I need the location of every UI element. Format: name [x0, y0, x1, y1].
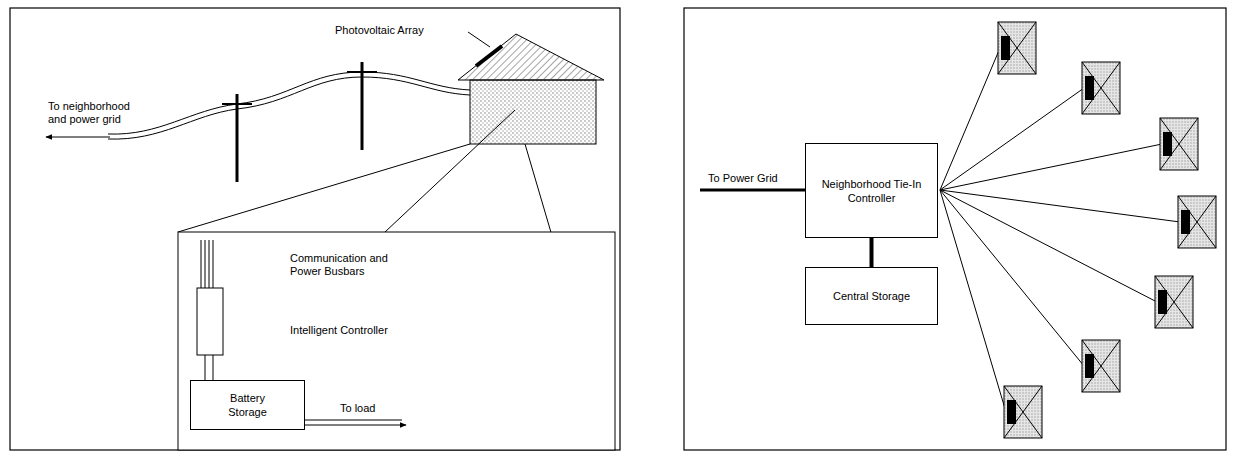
- utility-pole: [347, 71, 377, 73]
- home-symbol: [1158, 290, 1167, 314]
- home-symbol: [1085, 354, 1094, 378]
- load-wire: [305, 420, 402, 421]
- utility-pole: [222, 62, 377, 182]
- busbar: [201, 240, 202, 288]
- load-wire: [305, 425, 406, 426]
- box-label: Neighborhood Tie-In Controller: [822, 177, 922, 205]
- load-wire: [305, 420, 406, 425]
- home-symbol: [998, 22, 1216, 438]
- inset-callout: [385, 110, 515, 232]
- home-symbol: [1160, 118, 1198, 170]
- label-text: Communication and Power Busbars: [290, 252, 410, 278]
- home-symbol: [998, 22, 1036, 74]
- home-symbol: [1181, 210, 1190, 234]
- feeder-line: [940, 190, 1006, 412]
- feeder-line: [940, 190, 1084, 366]
- inset-callout: [178, 232, 615, 450]
- power-line: [46, 72, 470, 139]
- component-box: Central Storage: [805, 267, 938, 325]
- home-symbol: [1007, 400, 1016, 424]
- home-symbol: [1155, 276, 1193, 328]
- house: [476, 46, 502, 66]
- utility-pole: [222, 103, 252, 105]
- box-label: Central Storage: [833, 289, 910, 303]
- utility-pole: [361, 62, 364, 150]
- grid-line: [700, 189, 805, 192]
- storage-link: [870, 238, 874, 267]
- house: [458, 34, 604, 144]
- intelligent-controller: [197, 288, 223, 380]
- home-symbol: [1160, 118, 1198, 170]
- component-box: Neighborhood Tie-In Controller: [805, 143, 938, 238]
- home-symbol: [1160, 118, 1198, 170]
- home-symbol: [1178, 196, 1216, 248]
- label-text: Photovoltaic Array: [335, 24, 424, 37]
- inset-callout: [178, 110, 615, 450]
- label-text: To Power Grid: [708, 172, 778, 185]
- home-symbol: [1004, 386, 1042, 438]
- home-symbol: [1082, 340, 1120, 392]
- feeder-line: [940, 144, 1162, 190]
- home-symbol: [1082, 62, 1120, 114]
- home-symbol: [1155, 276, 1193, 328]
- home-symbol: [1085, 76, 1094, 100]
- home-symbol: [1001, 36, 1010, 60]
- home-symbol: [1004, 386, 1042, 438]
- leader-line: [468, 32, 490, 47]
- home-symbol: [1082, 340, 1120, 392]
- intelligent-controller: [197, 288, 223, 355]
- home-symbol: [1155, 276, 1193, 328]
- panel-border: [684, 8, 1226, 450]
- feeder-line: [940, 190, 1180, 222]
- feeder-line: [940, 190, 1157, 302]
- home-symbol: [1082, 62, 1120, 114]
- panel-border: [10, 8, 1226, 450]
- home-symbol: [1160, 118, 1198, 170]
- intelligent-controller: [205, 355, 206, 380]
- component-box: Battery Storage: [190, 380, 305, 430]
- home-symbol: [1004, 386, 1042, 438]
- home-symbol: [1178, 196, 1216, 248]
- home-symbol: [1082, 62, 1120, 114]
- busbar: [209, 240, 210, 288]
- intelligent-controller: [213, 355, 214, 380]
- label-text: To load: [340, 402, 375, 415]
- home-symbol: [1082, 340, 1120, 392]
- power-line: [108, 77, 470, 139]
- inset-callout: [178, 144, 470, 232]
- home-symbol: [1178, 196, 1216, 248]
- busbar: [213, 240, 214, 288]
- home-symbol: [998, 22, 1036, 74]
- home-symbol: [998, 22, 1036, 74]
- panel-border: [10, 8, 620, 450]
- busbar: [201, 240, 213, 288]
- grid-line: [700, 189, 805, 192]
- home-symbol: [1155, 276, 1193, 328]
- feeder-line: [940, 48, 1180, 412]
- label-text: To neighborhood and power grid: [48, 100, 143, 126]
- home-symbol: [1004, 386, 1042, 438]
- power-line: [46, 137, 110, 138]
- home-symbol: [998, 22, 1036, 74]
- label-text: Intelligent Controller: [290, 324, 388, 337]
- power-line: [108, 72, 470, 134]
- home-symbol: [1082, 62, 1120, 114]
- box-label: Battery Storage: [213, 391, 283, 419]
- busbar: [205, 240, 206, 288]
- home-symbol: [1163, 132, 1172, 156]
- home-symbol: [1178, 196, 1216, 248]
- utility-pole: [236, 94, 239, 182]
- house: [458, 34, 604, 80]
- home-symbol: [1082, 340, 1120, 392]
